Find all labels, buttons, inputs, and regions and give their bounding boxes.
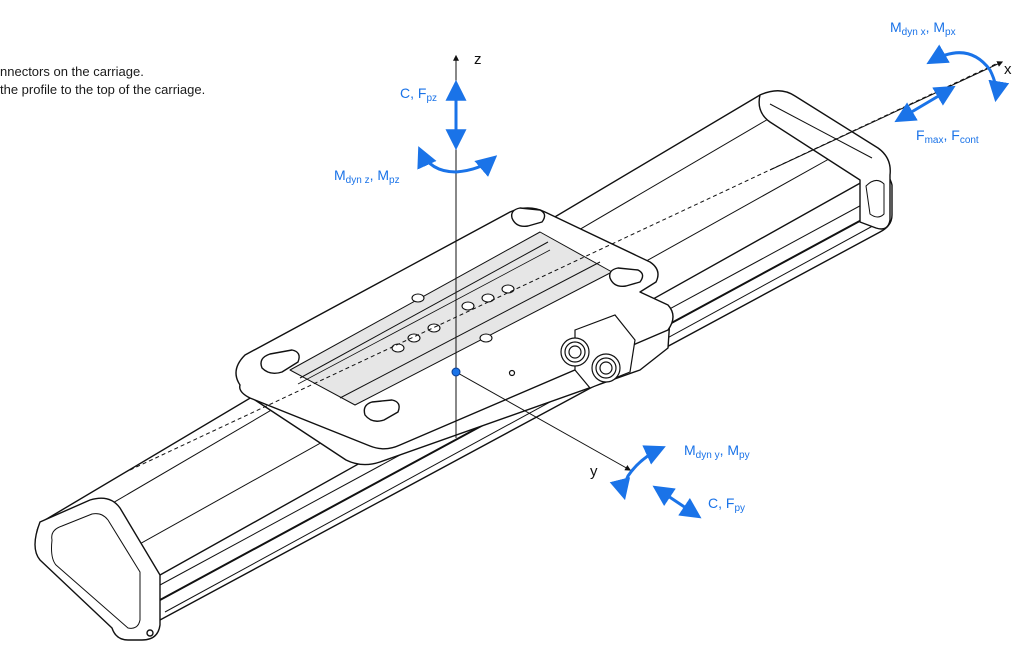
note-line-1: nnectors on the carriage. xyxy=(0,64,144,79)
rear-end-cap xyxy=(758,90,891,230)
label-fmax: Fmax, Fcont xyxy=(916,127,979,146)
label-mdyn-x: Mdyn x, Mpx xyxy=(890,19,956,38)
note-line-2: the profile to the top of the carriage. xyxy=(0,82,206,97)
y-axis-label: y xyxy=(590,463,598,480)
origin-point xyxy=(451,367,461,377)
load-arrows xyxy=(417,44,1010,519)
label-mdyn-y: Mdyn y, Mpy xyxy=(684,442,750,461)
front-end-cap xyxy=(34,497,161,641)
connectors xyxy=(508,314,636,389)
label-mdyn-z: Mdyn z, Mpz xyxy=(334,167,400,186)
label-c-fpy: C, Fpy xyxy=(708,495,745,514)
label-c-fpz: C, Fpz xyxy=(400,85,437,104)
z-axis-label: z xyxy=(474,51,482,68)
carriage xyxy=(235,207,674,466)
x-axis-label: x xyxy=(1004,61,1012,78)
